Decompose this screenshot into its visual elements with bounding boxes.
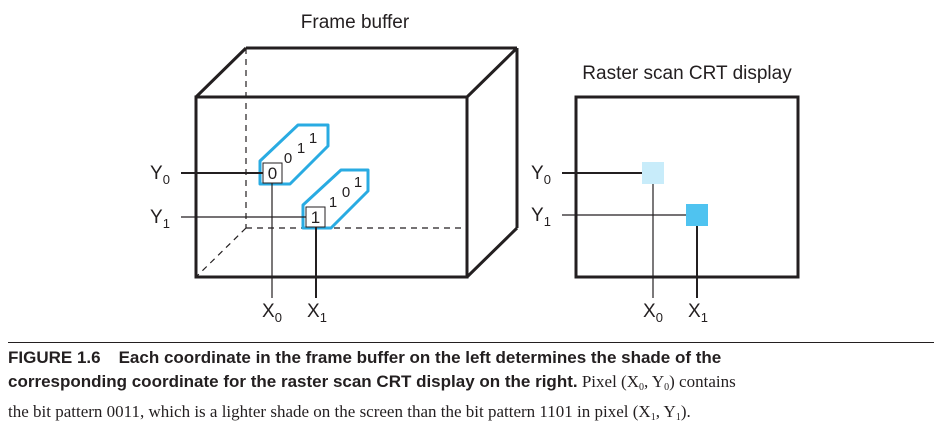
- caption-text-3b: , Y: [655, 402, 676, 421]
- bit-depth-1: 1: [329, 194, 337, 211]
- caption-divider: [8, 342, 934, 343]
- raster-x1-label: X1: [688, 301, 708, 325]
- figure-diagram: Frame buffer 0 0 1 1 1 1 0 1: [150, 12, 800, 325]
- caption-sub-x1: 1: [650, 412, 656, 423]
- raster-x0-label: X0: [643, 301, 663, 325]
- caption-bold-2: corresponding coordinate for the raster …: [8, 372, 578, 391]
- caption-sub-y0: 0: [664, 382, 670, 393]
- caption-text-2a: Pixel (X: [577, 372, 639, 391]
- pixel-x0-y0: [642, 162, 664, 184]
- frame-buffer-x1-label: X1: [307, 301, 327, 325]
- caption-text-3a: the bit pattern 0011, which is a lighter…: [8, 402, 651, 421]
- raster-y0-label: Y0: [531, 163, 551, 187]
- caption-text-3c: ).: [680, 402, 691, 421]
- caption-line-3: the bit pattern 0011, which is a lighter…: [8, 400, 938, 430]
- bit-depth-3: 1: [309, 130, 317, 147]
- bit-depth-2: 0: [342, 184, 350, 201]
- raster-leaders: [562, 172, 698, 298]
- frame-buffer-cube: [194, 46, 519, 279]
- raster-y1-label: Y1: [531, 205, 551, 229]
- frame-buffer-y1-label: Y1: [150, 207, 170, 231]
- bit-cell-0011: 0 0 1 1: [258, 123, 330, 186]
- cell-prism-outline: [258, 123, 330, 186]
- bit-cell-1101: 1 1 0 1: [301, 168, 370, 230]
- cell-prism-outline: [301, 168, 370, 230]
- bit-front: 1: [311, 208, 320, 227]
- bit-front: 0: [268, 164, 277, 183]
- bit-depth-3: 1: [354, 174, 362, 191]
- figure-caption: FIGURE 1.6 Each coordinate in the frame b…: [8, 346, 938, 430]
- crt-screen: [574, 95, 800, 279]
- caption-text-2b: , Y: [643, 372, 665, 391]
- caption-line-2: corresponding coordinate for the raster …: [8, 370, 938, 400]
- bit-depth-2: 1: [297, 140, 305, 157]
- caption-bold-1: Each coordinate in the frame buffer on t…: [118, 348, 722, 367]
- frame-buffer-x0-label: X0: [262, 301, 282, 325]
- caption-sub-x0: 0: [638, 382, 644, 393]
- frame-buffer-y0-label: Y0: [150, 163, 170, 187]
- raster-display-title: Raster scan CRT display: [582, 63, 792, 84]
- frame-buffer-leaders: [181, 172, 317, 298]
- pixel-x1-y1: [686, 204, 708, 226]
- figure-number: FIGURE 1.6: [8, 348, 101, 367]
- caption-line-1: FIGURE 1.6 Each coordinate in the frame b…: [8, 346, 938, 370]
- caption-text-2c: ) contains: [669, 372, 736, 391]
- frame-buffer-title: Frame buffer: [301, 12, 410, 33]
- caption-sub-y1: 1: [675, 412, 681, 423]
- bit-depth-1: 0: [284, 150, 292, 167]
